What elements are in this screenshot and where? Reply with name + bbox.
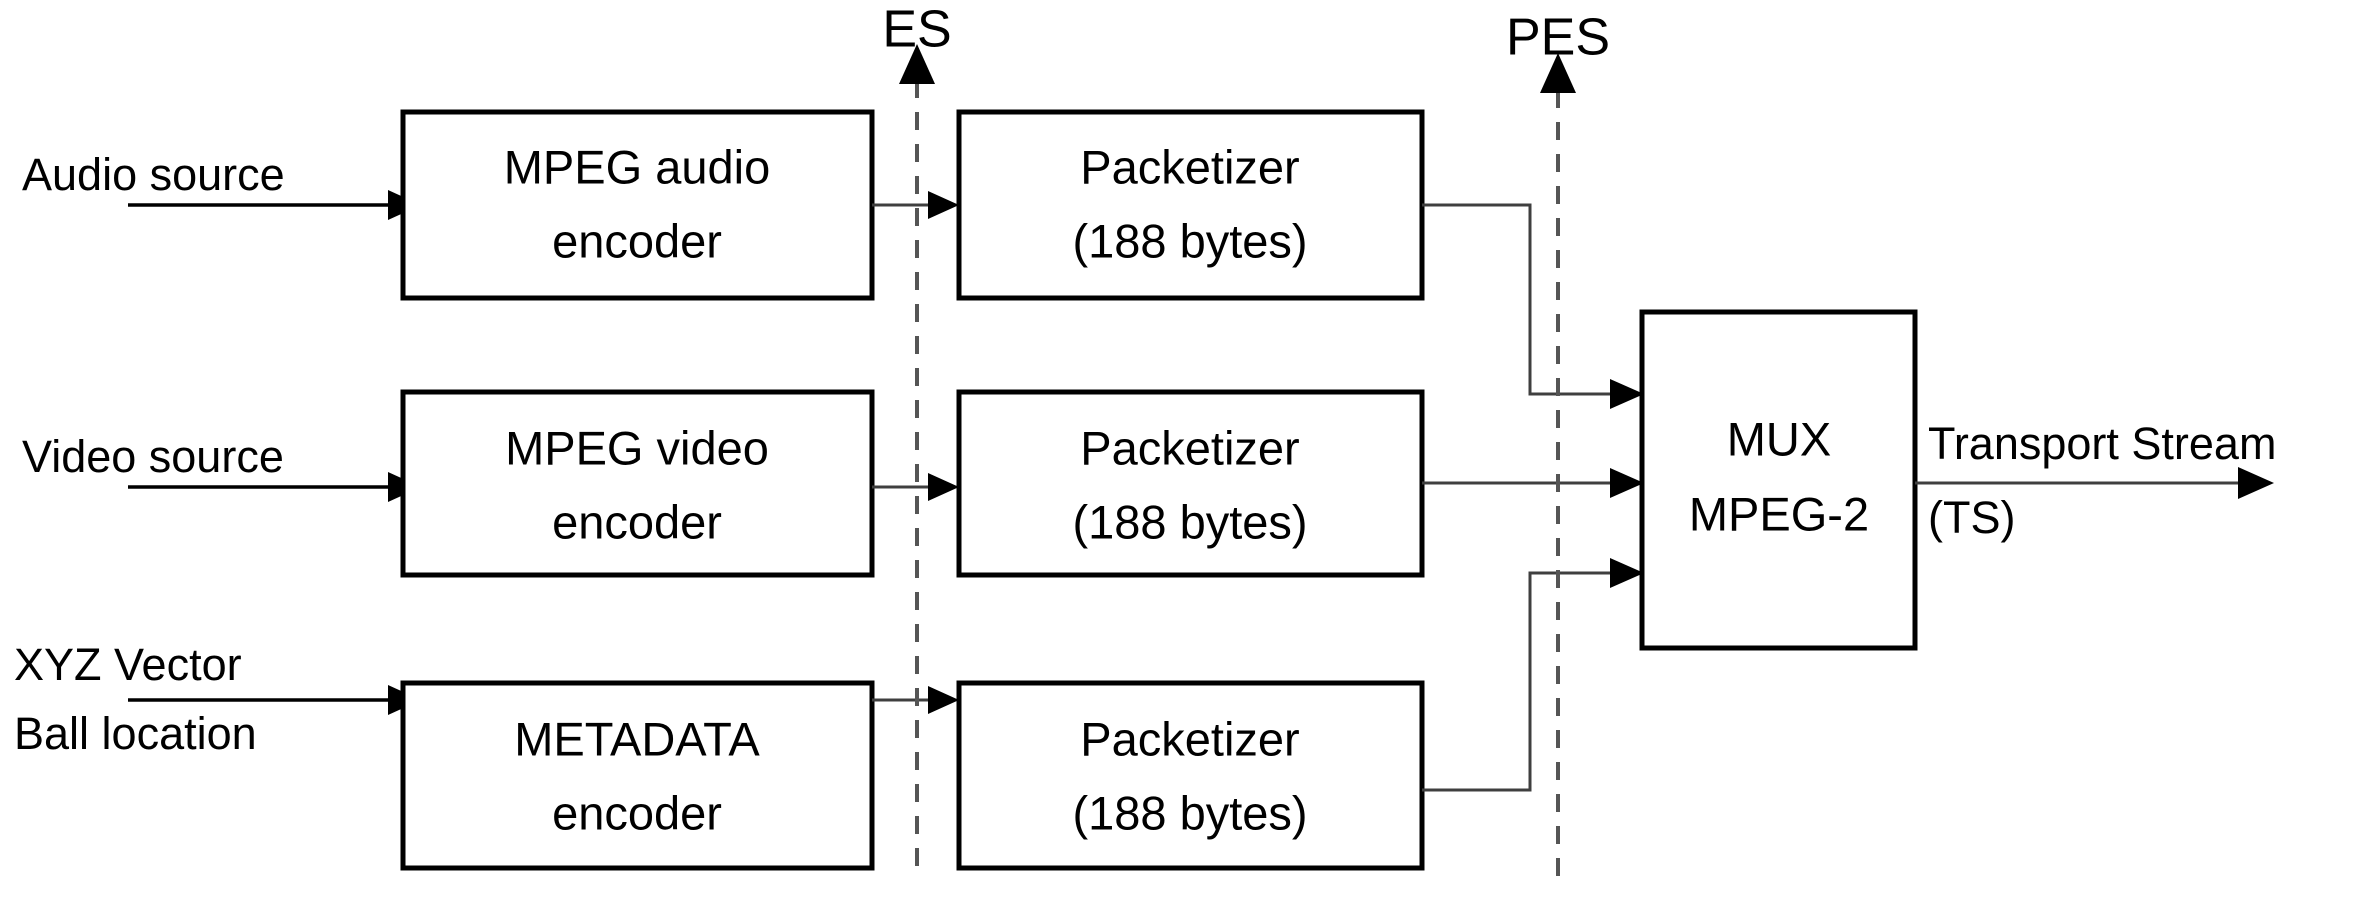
boundary-label-pes: PES — [1506, 9, 1610, 67]
source-label-video: Video source — [22, 431, 284, 482]
box-metadata-encoder-line2: encoder — [552, 786, 722, 839]
arrow-head-metadata-to-mux — [1610, 558, 1644, 588]
box-packetizer-video — [956, 389, 1425, 578]
box-video-encoder — [400, 389, 875, 578]
arrow-head-video-to-mux — [1610, 468, 1644, 498]
arrow-head-transport-stream — [2238, 467, 2274, 499]
route-audio-to-mux — [1422, 203, 1612, 396]
arrow-head-audio-es — [928, 191, 959, 219]
box-audio-encoder-line2: encoder — [552, 214, 722, 267]
source-label-audio: Audio source — [22, 149, 285, 200]
box-packetizer-metadata-line2: (188 bytes) — [1072, 786, 1307, 839]
arrow-head-pes — [1540, 53, 1576, 93]
boundary-label-es: ES — [882, 1, 951, 59]
box-mux-line2: MPEG-2 — [1689, 487, 1869, 540]
box-packetizer-audio-line1: Packetizer — [1080, 140, 1299, 193]
box-packetizer-metadata — [956, 680, 1425, 871]
arrow-head-audio-to-mux — [1610, 379, 1644, 409]
arrow-head-es — [899, 44, 935, 84]
arrow-head-metadata-es — [928, 686, 959, 714]
box-audio-encoder — [400, 109, 875, 301]
box-mux-line1: MUX — [1727, 412, 1831, 465]
box-mux — [1639, 309, 1918, 651]
box-video-encoder-line2: encoder — [552, 495, 722, 548]
box-packetizer-video-line2: (188 bytes) — [1072, 495, 1307, 548]
route-metadata-to-mux — [1422, 571, 1612, 792]
box-metadata-encoder — [400, 680, 875, 871]
source-label-metadata-line1: XYZ Vector — [14, 639, 242, 690]
arrow-head-video-es — [928, 473, 959, 501]
box-packetizer-video-line1: Packetizer — [1080, 421, 1299, 474]
box-packetizer-audio-line2: (188 bytes) — [1072, 214, 1307, 267]
box-audio-encoder-line1: MPEG audio — [504, 140, 770, 193]
box-packetizer-metadata-line1: Packetizer — [1080, 712, 1299, 765]
box-packetizer-audio — [956, 109, 1425, 301]
source-label-metadata-line2: Ball location — [14, 708, 257, 759]
output-label-line2: (TS) — [1928, 492, 2015, 543]
output-label-line1: Transport Stream — [1928, 418, 2276, 469]
box-video-encoder-line1: MPEG video — [505, 421, 769, 474]
box-metadata-encoder-line1: METADATA — [514, 712, 760, 765]
